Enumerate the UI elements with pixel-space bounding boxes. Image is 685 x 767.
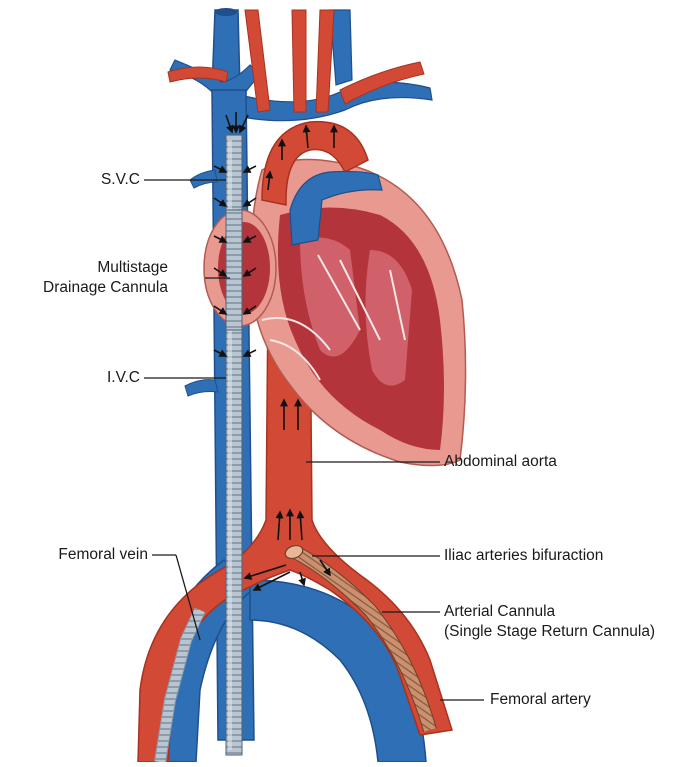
label-femoral-vein: Femoral vein	[58, 546, 148, 563]
label-cannula-line1: Multistage	[97, 259, 168, 276]
flow-arrows	[213, 112, 338, 591]
label-multistage-drainage-cannula: Multistage Drainage Cannula	[20, 258, 168, 298]
label-cannula-line2: Drainage Cannula	[43, 279, 168, 296]
leader-lines	[144, 179, 484, 701]
aorta	[137, 299, 453, 763]
label-iliac-bifurcation: Iliac arteries bifuraction	[444, 547, 604, 564]
heart	[203, 120, 467, 467]
label-arterial-cannula-line1: Arterial Cannula	[444, 603, 556, 620]
label-arterial-cannula: Arterial Cannula (Single Stage Return Ca…	[444, 602, 655, 642]
label-femoral-artery: Femoral artery	[490, 691, 591, 708]
label-svc: S.V.C	[100, 171, 140, 188]
label-abdominal-aorta: Abdominal aorta	[444, 453, 557, 470]
label-ivc: I.V.C	[106, 369, 140, 386]
aortic-arch-branches	[167, 9, 425, 113]
label-arterial-cannula-line2: (Single Stage Return Cannula)	[444, 623, 656, 640]
